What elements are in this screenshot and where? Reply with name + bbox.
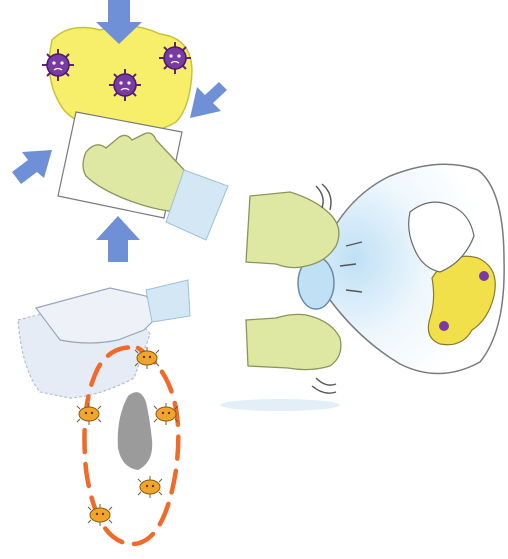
virus-icon [479, 271, 489, 281]
virus-icon [439, 321, 449, 331]
glove-icon [246, 314, 341, 369]
germ-icon [77, 403, 101, 425]
floor-shadow [220, 399, 340, 411]
panel-tie-bag [220, 164, 504, 411]
sleeve-cuff [146, 280, 190, 322]
arrow-icon [190, 82, 227, 118]
glove-icon [246, 192, 339, 268]
arrow-icon [12, 150, 52, 184]
stain-mark [118, 392, 153, 470]
germ-icon [88, 504, 112, 526]
arrow-icon [96, 216, 140, 262]
germ-icon [138, 476, 162, 498]
panel-wipe-spill [12, 0, 228, 262]
panel-cloth-germs [18, 280, 190, 544]
